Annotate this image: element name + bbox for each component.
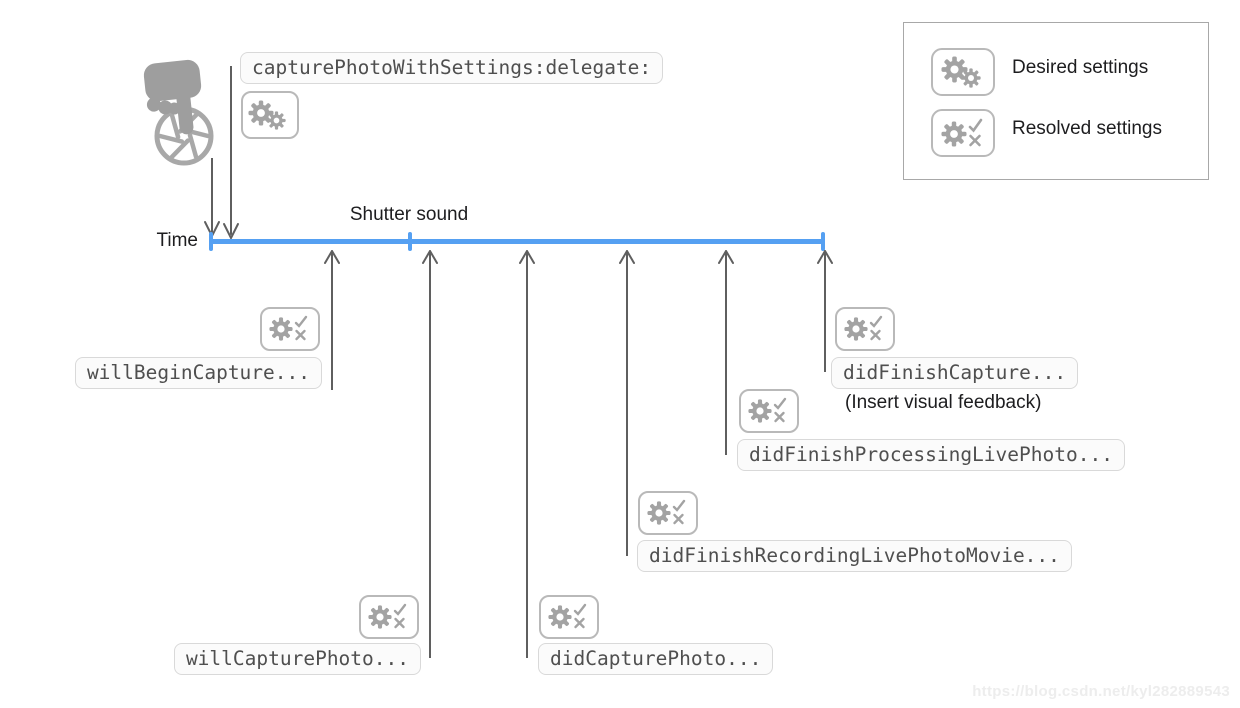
callback-label-didFinishRecordingLivePhotoMovie: didFinishRecordingLivePhotoMovie... [637,540,1072,572]
resolved-settings-icon [835,307,895,351]
callback-arrow-willCapturePhoto [422,250,438,658]
resolved-settings-icon [638,491,698,535]
resolved-settings-icon [359,595,419,639]
hand-tap-shutter-icon [143,59,214,166]
visual-feedback-note: (Insert visual feedback) [845,392,1042,413]
desired-settings-icon [931,48,995,96]
timeline-end-tick [821,232,825,251]
callback-arrow-didFinishRecordingLivePhotoMovie [619,250,635,556]
desired-settings-icon [241,91,299,139]
callback-label-didFinishProcessingLivePhoto: didFinishProcessingLivePhoto... [737,439,1125,471]
shutter-sound-label: Shutter sound [349,204,469,225]
call-down-arrow [223,66,239,241]
timeline [210,239,824,244]
resolved-settings-icon [260,307,320,351]
callback-label-willCapturePhoto: willCapturePhoto... [173,643,421,675]
time-axis-label: Time [156,230,198,251]
callback-label-didFinishCapture: didFinishCapture... [831,357,1079,389]
legend-label-resolved: Resolved settings [1012,118,1162,139]
capture-call-label: capturePhotoWithSettings:delegate: [240,52,664,84]
timeline-shutter-tick [408,232,412,251]
callback-arrow-didCapturePhoto [519,250,535,658]
callback-label-willBeginCapture: willBeginCapture... [74,357,322,389]
callback-label-didCapturePhoto: didCapturePhoto... [538,643,774,675]
timeline-start-tick [209,232,213,251]
resolved-settings-icon [739,389,799,433]
callback-arrow-didFinishProcessingLivePhoto [718,250,734,455]
watermark: https://blog.csdn.net/kyl282889543 [972,683,1230,700]
legend-label-desired: Desired settings [1012,57,1149,78]
tap-down-arrow [204,158,220,239]
callback-arrow-didFinishCapture [817,250,833,372]
legend: Desired settings Resolved settings [903,22,1209,180]
resolved-settings-icon [539,595,599,639]
callback-arrow-willBeginCapture [324,250,340,390]
resolved-settings-icon [931,109,995,157]
